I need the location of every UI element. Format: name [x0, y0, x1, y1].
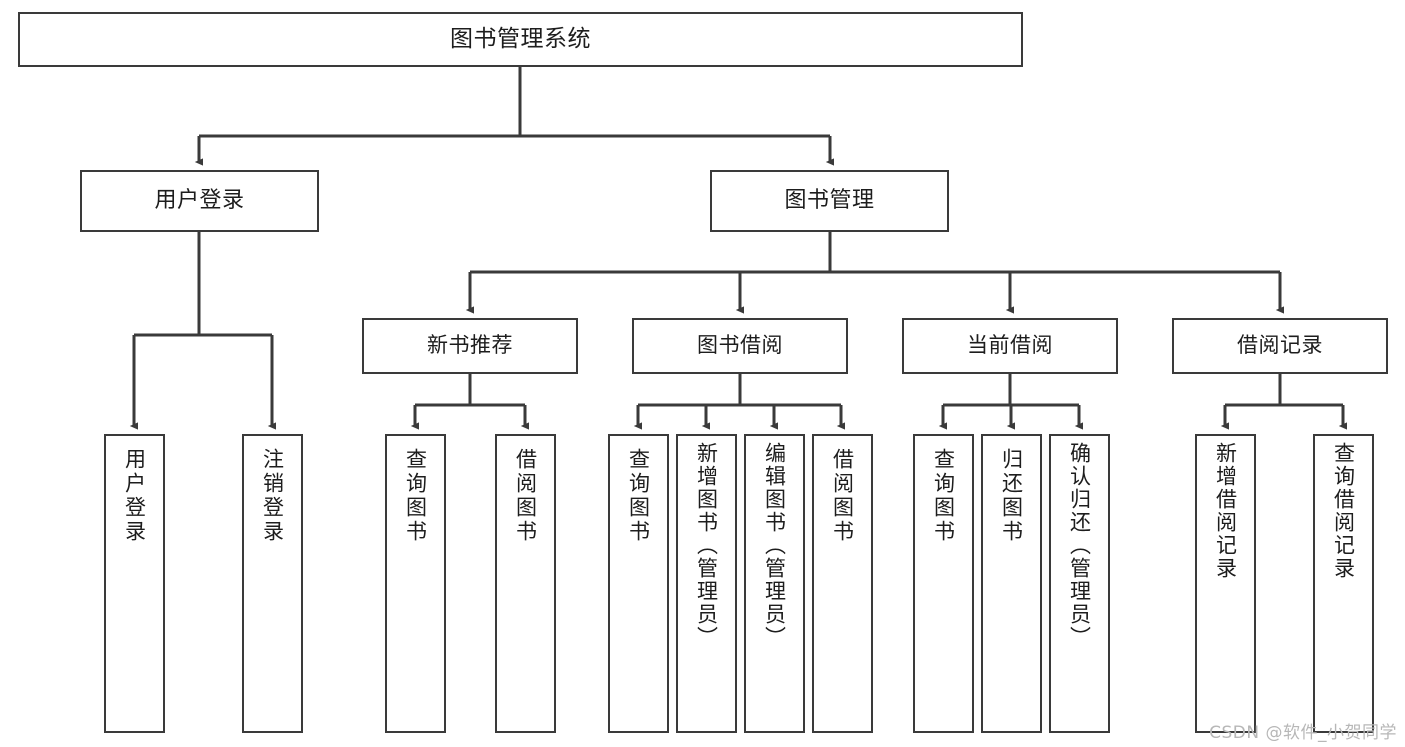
node-root-book-management-system[interactable]: 图书管理系统: [18, 12, 1023, 67]
node-label: 用户登录: [122, 448, 147, 544]
node-user-login[interactable]: 用户登录: [80, 170, 319, 232]
node-label: 查询图书: [403, 448, 428, 544]
node-book-borrowing[interactable]: 图书借阅: [632, 318, 848, 374]
node-label: 借阅记录: [1237, 333, 1323, 358]
node-new-book-recommendation[interactable]: 新书推荐: [362, 318, 578, 374]
node-label: 注销登录: [260, 448, 285, 544]
node-label: 借阅图书: [513, 448, 538, 544]
node-label: 确认归还（管理员）: [1067, 442, 1092, 649]
node-current-borrowing[interactable]: 当前借阅: [902, 318, 1118, 374]
node-label: 当前借阅: [967, 333, 1053, 358]
node-label: 新增图书（管理员）: [694, 442, 719, 649]
leaf-borrow-query-books[interactable]: 查询图书: [608, 434, 669, 733]
node-label: 查询借阅记录: [1331, 442, 1356, 580]
node-label: 图书借阅: [697, 333, 783, 358]
node-label: 图书管理: [784, 187, 875, 213]
leaf-current-query-books[interactable]: 查询图书: [913, 434, 974, 733]
node-label: 新增借阅记录: [1213, 442, 1238, 580]
node-label: 新书推荐: [427, 333, 513, 358]
leaf-borrow-edit-book-admin[interactable]: 编辑图书（管理员）: [744, 434, 805, 733]
leaf-user-login[interactable]: 用户登录: [104, 434, 165, 733]
node-label: 归还图书: [999, 448, 1024, 544]
node-label: 借阅图书: [830, 448, 855, 544]
leaf-current-confirm-return-admin[interactable]: 确认归还（管理员）: [1049, 434, 1110, 733]
node-label: 编辑图书（管理员）: [762, 442, 787, 649]
leaf-current-return-books[interactable]: 归还图书: [981, 434, 1042, 733]
leaf-newbook-query-books[interactable]: 查询图书: [385, 434, 446, 733]
node-borrowing-record[interactable]: 借阅记录: [1172, 318, 1388, 374]
leaf-record-add-borrow-record[interactable]: 新增借阅记录: [1195, 434, 1256, 733]
node-label: 查询图书: [626, 448, 651, 544]
node-label: 查询图书: [931, 448, 956, 544]
leaf-borrow-add-book-admin[interactable]: 新增图书（管理员）: [676, 434, 737, 733]
node-label: 图书管理系统: [450, 25, 591, 52]
leaf-record-query-borrow-record[interactable]: 查询借阅记录: [1313, 434, 1374, 733]
node-label: 用户登录: [154, 187, 245, 213]
leaf-logout[interactable]: 注销登录: [242, 434, 303, 733]
node-book-management[interactable]: 图书管理: [710, 170, 949, 232]
leaf-borrow-borrow-books[interactable]: 借阅图书: [812, 434, 873, 733]
leaf-newbook-borrow-books[interactable]: 借阅图书: [495, 434, 556, 733]
csdn-watermark: CSDN @软件_小贺同学: [1209, 723, 1397, 743]
